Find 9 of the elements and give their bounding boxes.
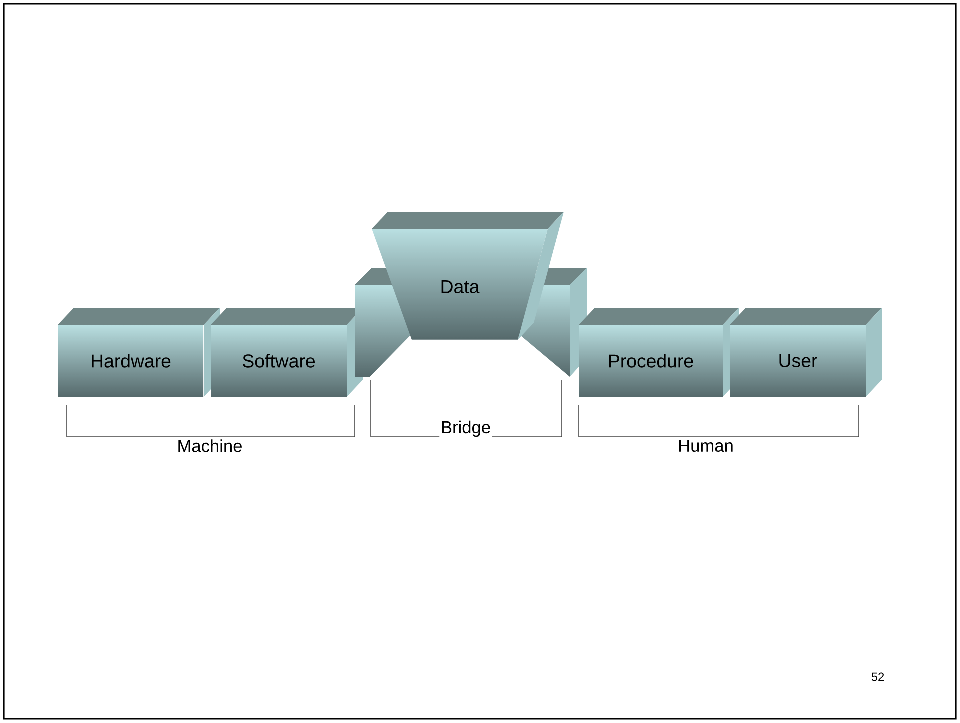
process-block: User xyxy=(730,308,882,397)
page-number: 52 xyxy=(872,672,884,682)
process-block: Software xyxy=(211,308,363,397)
process-block: Procedure xyxy=(579,308,739,397)
group-label: Human xyxy=(676,438,736,454)
process-block: Hardware xyxy=(58,308,220,397)
funnel-block: Data xyxy=(355,212,587,377)
group-label: Bridge xyxy=(440,420,492,438)
group-label: Machine xyxy=(176,438,244,454)
